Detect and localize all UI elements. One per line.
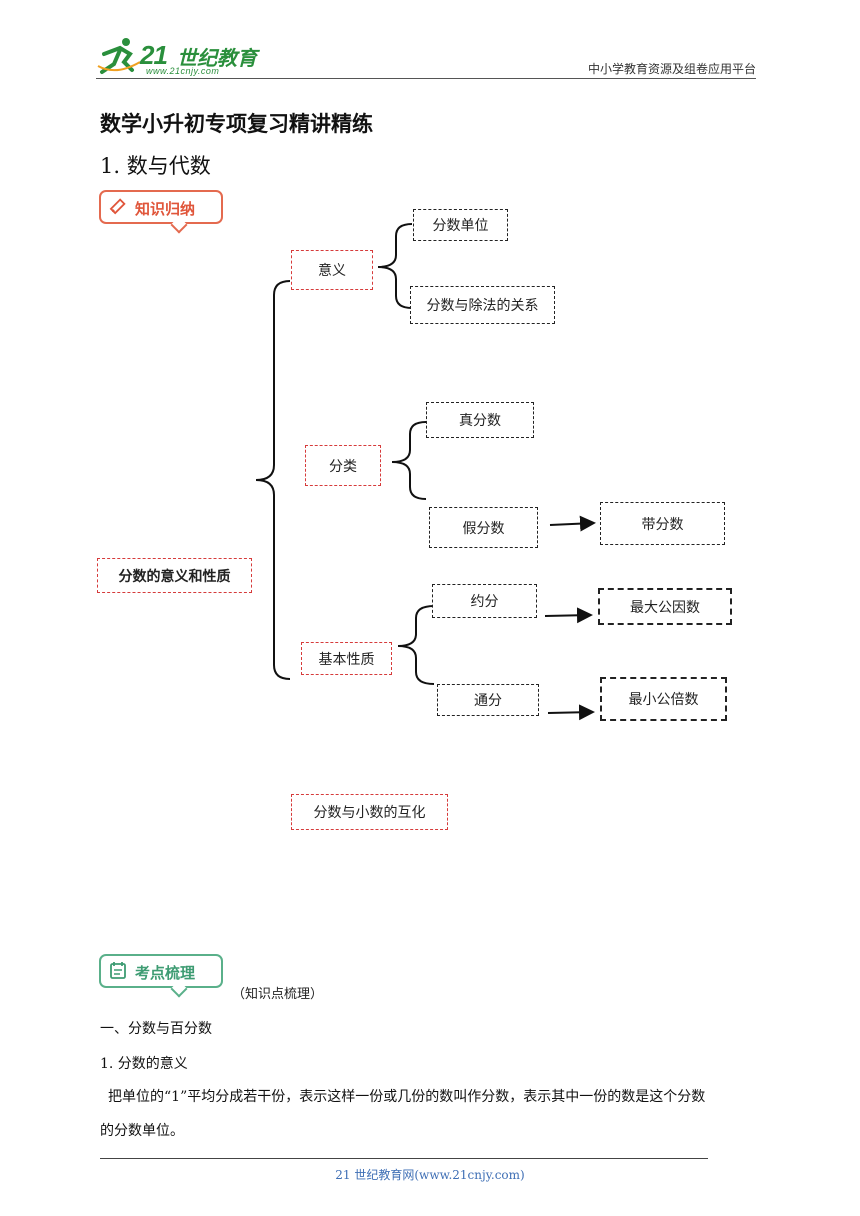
paragraph-line-2: 的分数单位。 xyxy=(100,1123,184,1139)
node-root: 分数的意义和性质 xyxy=(97,558,252,593)
meaning-brace xyxy=(377,223,413,309)
main-brace xyxy=(255,280,291,680)
notepad-icon xyxy=(110,962,126,979)
heading-fraction-percent: 一、分数与百分数 xyxy=(100,1021,212,1037)
classification-brace xyxy=(391,421,427,500)
node-meaning: 意义 xyxy=(291,250,373,290)
node-common-denominator: 通分 xyxy=(437,684,539,716)
arrow-common-lcm xyxy=(547,704,595,721)
node-fraction-unit: 分数单位 xyxy=(413,209,508,241)
footer-text: 21 世纪教育网(www.21cnjy.com) xyxy=(335,1168,525,1182)
logo-url: www.21cnjy.com xyxy=(146,66,220,76)
node-reduce: 约分 xyxy=(432,584,537,618)
badge-pointer xyxy=(170,980,188,998)
knowledge-summary-badge: 知识归纳 xyxy=(99,190,223,234)
heading-fraction-meaning: 1. 分数的意义 xyxy=(100,1056,188,1072)
property-brace xyxy=(397,605,435,685)
node-gcd: 最大公因数 xyxy=(598,588,732,625)
pencil-ruler-icon xyxy=(109,198,126,215)
knowledge-summary-label: 知识归纳 xyxy=(135,200,196,218)
node-mixed-number: 带分数 xyxy=(600,502,725,545)
header-divider xyxy=(96,78,756,79)
document-title: 数学小升初专项复习精讲精练 xyxy=(100,111,373,136)
node-fraction-division: 分数与除法的关系 xyxy=(410,286,555,324)
arrow-improper-mixed xyxy=(549,515,596,532)
logo xyxy=(96,36,266,78)
section-title: 1. 数与代数 xyxy=(100,154,211,178)
node-improper-fraction: 假分数 xyxy=(429,507,538,548)
footer-divider xyxy=(100,1158,708,1159)
runner-logo-icon xyxy=(97,38,141,74)
node-proper-fraction: 真分数 xyxy=(426,402,534,438)
node-lcm: 最小公倍数 xyxy=(600,677,727,721)
node-conversion: 分数与小数的互化 xyxy=(291,794,448,830)
points-note: （知识点梳理） xyxy=(232,987,324,1002)
mindmap-connectors xyxy=(255,223,596,721)
logo-number: 21 xyxy=(140,40,168,70)
exam-points-label: 考点梳理 xyxy=(135,964,196,982)
header-platform-text: 中小学教育资源及组卷应用平台 xyxy=(587,62,756,76)
logo-text: 世纪教育 xyxy=(177,46,257,70)
arrow-reduce-gcd xyxy=(544,607,593,624)
node-basic-property: 基本性质 xyxy=(301,642,392,675)
node-classification: 分类 xyxy=(305,445,381,486)
paragraph-line-1: 把单位的“1”平均分成若干份，表示这样一份或几份的数叫作分数，表示其中一份的数是… xyxy=(108,1089,706,1105)
exam-points-badge: 考点梳理 xyxy=(99,954,223,998)
